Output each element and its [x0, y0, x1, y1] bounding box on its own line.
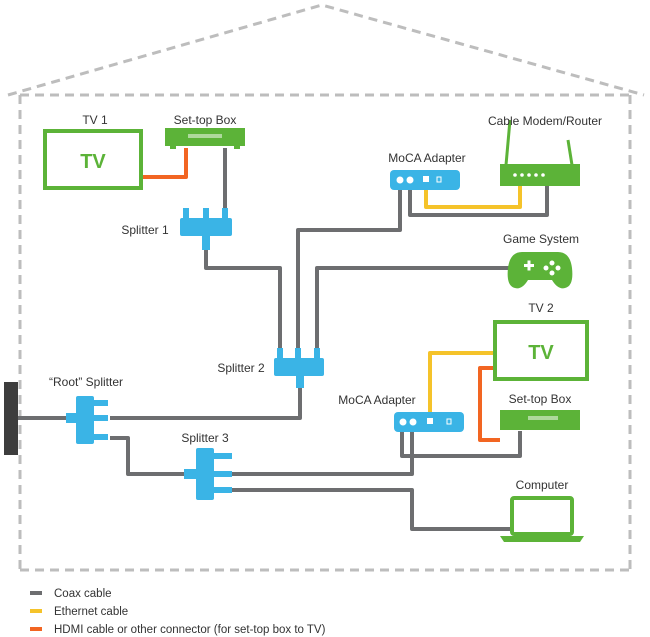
- legend-coax-label: Coax cable: [54, 588, 112, 600]
- tv1: TV TV 1: [43, 113, 143, 190]
- ethernet-cables: [424, 185, 522, 412]
- settop-box-2: Set-top Box: [500, 392, 580, 430]
- tv1-screen-text: TV: [80, 151, 106, 173]
- splitter-3-body: [196, 448, 214, 500]
- splitter-2-body: [274, 358, 324, 376]
- moca-adapter-1: MoCA Adapter: [388, 151, 466, 190]
- moca-adapter-2-label: MoCA Adapter: [338, 393, 415, 407]
- house-outline: [7, 3, 645, 572]
- splitter-2-label: Splitter 2: [217, 361, 265, 375]
- splitter-2: Splitter 2: [217, 348, 324, 388]
- root-splitter-body: [76, 396, 94, 444]
- cable-modem-label: Cable Modem/Router: [488, 114, 602, 128]
- cable-modem-router: Cable Modem/Router: [488, 114, 602, 186]
- game-system: Game System: [503, 232, 579, 289]
- settop-box-1-label: Set-top Box: [174, 113, 237, 127]
- coax-cables: [18, 148, 549, 531]
- moca-adapter-1-label: MoCA Adapter: [388, 151, 465, 165]
- legend-hdmi-label: HDMI cable or other connector (for set-t…: [54, 624, 326, 636]
- moca-adapter-2: MoCA Adapter: [338, 393, 464, 432]
- legend-ethernet-label: Ethernet cable: [54, 606, 128, 618]
- splitter-1: Splitter 1: [121, 208, 232, 250]
- settop-box-1-slot: [188, 134, 222, 138]
- game-system-label: Game System: [503, 232, 579, 246]
- splitter-3-label: Splitter 3: [181, 431, 229, 445]
- tv2-screen-text: TV: [528, 342, 554, 364]
- tv2-screen: [493, 320, 589, 381]
- tv2: TV TV 2: [493, 301, 589, 381]
- tv2-label: TV 2: [528, 301, 554, 315]
- game-controller-icon: [507, 252, 573, 289]
- root-splitter-label: “Root” Splitter: [49, 375, 123, 389]
- splitter-1-label: Splitter 1: [121, 223, 169, 237]
- splitter-1-body: [180, 218, 232, 236]
- tv1-screen: [43, 129, 143, 190]
- hdmi-cables: [142, 148, 500, 442]
- legend: Coax cable Ethernet cable HDMI cable or …: [30, 588, 326, 636]
- tv1-label: TV 1: [82, 113, 108, 127]
- splitter-3: Splitter 3: [181, 431, 232, 500]
- cable-modem-body: [500, 164, 580, 186]
- settop-box-2-label: Set-top Box: [509, 392, 572, 406]
- laptop-icon: [510, 496, 574, 536]
- computer-label: Computer: [516, 478, 569, 492]
- root-splitter: “Root” Splitter: [49, 375, 123, 444]
- computer: Computer: [500, 478, 584, 542]
- wall-outlet: [4, 382, 18, 455]
- settop-box-1: Set-top Box: [165, 113, 245, 149]
